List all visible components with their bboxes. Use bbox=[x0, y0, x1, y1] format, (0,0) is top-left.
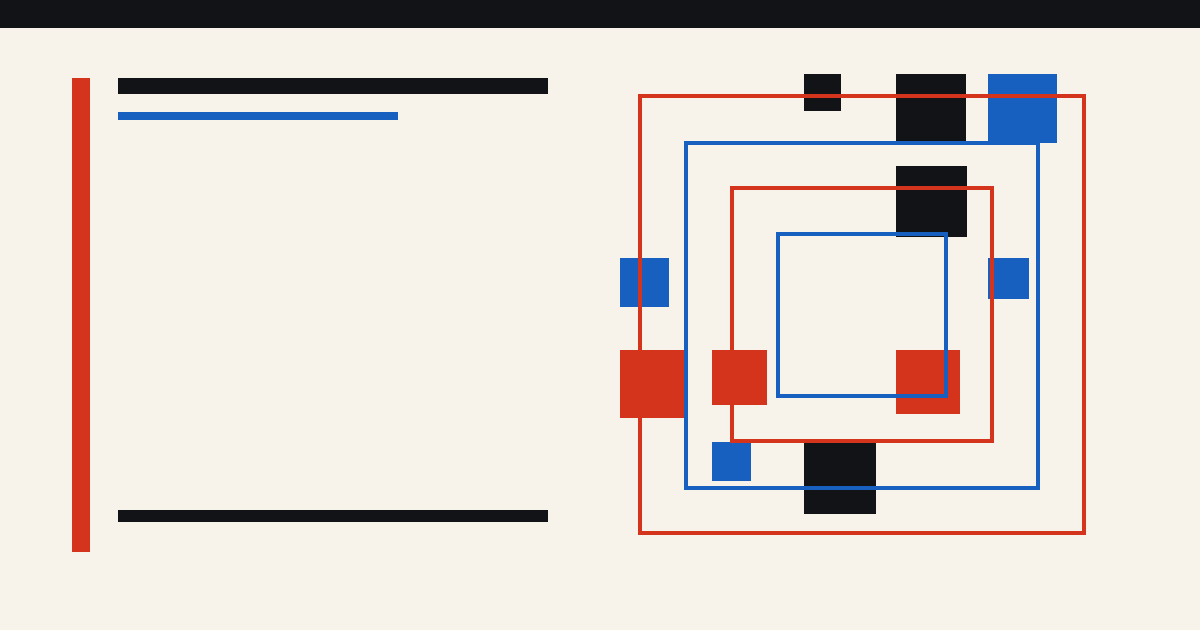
black-block-top-right bbox=[896, 74, 966, 142]
top-bar bbox=[0, 0, 1200, 28]
inner-blue-frame bbox=[776, 232, 948, 398]
subtitle-bar bbox=[118, 112, 398, 120]
inner-red-frame bbox=[730, 186, 994, 443]
red-block-center-left bbox=[712, 350, 767, 405]
red-block-center-right bbox=[896, 350, 960, 414]
footer-bar bbox=[118, 510, 548, 522]
blue-block-bottom-left bbox=[712, 442, 751, 481]
blue-block-right bbox=[988, 258, 1029, 299]
title-bar bbox=[118, 78, 548, 94]
accent-rule bbox=[72, 78, 90, 552]
blue-block-left bbox=[620, 258, 669, 307]
red-block-left bbox=[620, 350, 686, 418]
outer-red-frame bbox=[638, 94, 1086, 535]
black-block-mid bbox=[896, 166, 967, 237]
blue-block-top-right bbox=[988, 74, 1057, 143]
black-block-bottom bbox=[804, 442, 876, 514]
black-block-top-small bbox=[804, 74, 841, 111]
outer-blue-frame bbox=[684, 141, 1040, 490]
